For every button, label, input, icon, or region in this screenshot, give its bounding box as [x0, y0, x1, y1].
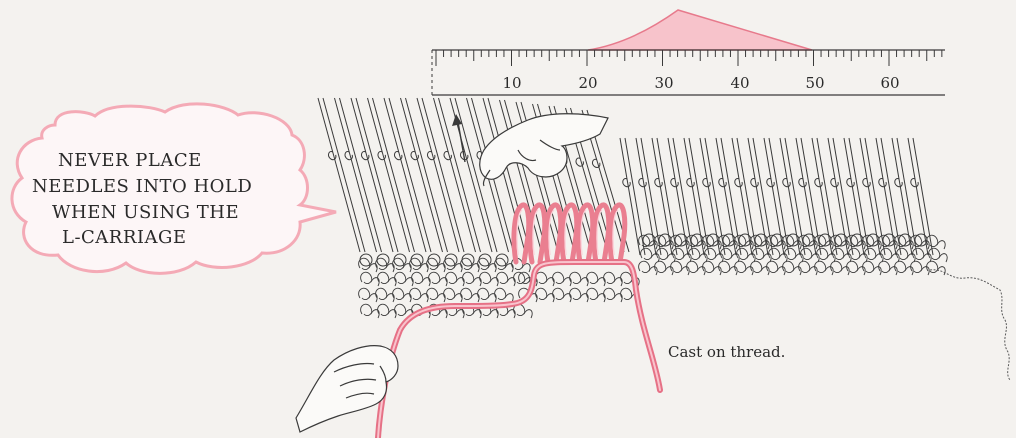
stitch: [446, 272, 465, 286]
stitch: [570, 272, 589, 286]
stitch: [359, 288, 378, 302]
stitch: [378, 304, 397, 318]
needle-ruler: 10 20 30 40 50 60: [432, 50, 945, 95]
stitch: [495, 258, 514, 272]
stitch: [461, 258, 480, 272]
stitch: [360, 254, 372, 266]
stitch: [444, 288, 463, 302]
stitch: [927, 261, 946, 275]
stitch: [393, 258, 412, 272]
stitch: [927, 235, 946, 249]
needle: [368, 98, 415, 252]
ruler-label: 60: [880, 74, 899, 92]
right-edge-yarn: [930, 270, 1010, 380]
stitch: [570, 288, 589, 302]
stitch: [410, 258, 429, 272]
caption-cast-on-thread: Cast on thread.: [668, 343, 785, 361]
pink-loop: [514, 205, 529, 262]
stitch: [587, 288, 606, 302]
stitch: [536, 288, 555, 302]
stitch: [479, 254, 491, 266]
stitch: [495, 288, 514, 302]
upper-hand: [480, 114, 608, 186]
needle: [384, 98, 431, 252]
stitch: [378, 272, 397, 286]
stitch: [553, 272, 572, 286]
pattern-shape: [588, 10, 812, 50]
stitch: [412, 272, 431, 286]
stitch: [497, 272, 516, 286]
ruler-labels: 10 20 30 40 50 60: [502, 74, 899, 92]
ruler-label: 40: [730, 74, 749, 92]
stitch: [604, 288, 623, 302]
stitch: [393, 288, 412, 302]
ruler-ticks: [436, 50, 942, 66]
stitch: [461, 288, 480, 302]
stitch: [376, 288, 395, 302]
stitch: [395, 272, 414, 286]
ruler-label: 50: [805, 74, 824, 92]
stitch: [361, 272, 380, 286]
pink-loop: [530, 205, 545, 262]
cast-on-thread: [378, 262, 660, 438]
stitch: [377, 254, 389, 266]
stitch: [410, 288, 429, 302]
ruler-label: 10: [502, 74, 521, 92]
stitch: [478, 258, 497, 272]
stitch: [427, 288, 446, 302]
stitch: [427, 258, 446, 272]
stitch: [359, 258, 378, 272]
needle: [351, 98, 398, 252]
stitch: [463, 272, 482, 286]
stitch: [429, 272, 448, 286]
stitch: [929, 248, 948, 262]
stitch: [553, 288, 572, 302]
stitch: [478, 288, 497, 302]
pink-loop: [546, 205, 561, 262]
lower-hand: [296, 346, 398, 432]
needle: [401, 98, 448, 252]
stitch: [411, 254, 423, 266]
stitch: [361, 304, 380, 318]
stitch: [496, 254, 508, 266]
speech-bubble: [12, 104, 336, 274]
stitch: [445, 254, 457, 266]
ruler-label: 30: [654, 74, 673, 92]
stitch: [428, 254, 440, 266]
cast-on-thread-highlight: [378, 262, 660, 438]
needle: [318, 98, 365, 252]
stitch: [462, 254, 474, 266]
stitch: [444, 258, 463, 272]
stitch: [604, 272, 623, 286]
needle: [335, 98, 382, 252]
stitch: [394, 254, 406, 266]
ruler-label: 20: [578, 74, 597, 92]
stitch: [587, 272, 606, 286]
stitch: [376, 258, 395, 272]
stitch: [536, 272, 555, 286]
stitch: [480, 272, 499, 286]
